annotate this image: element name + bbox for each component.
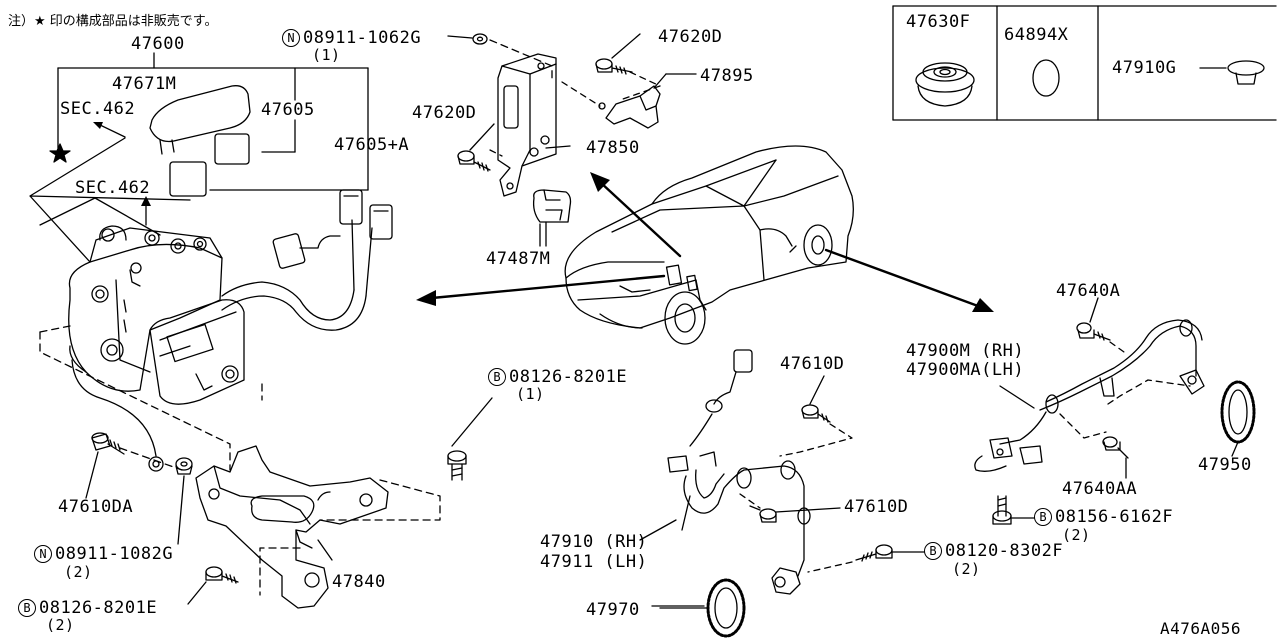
bolt-47610da-icon	[91, 432, 125, 455]
label-47610d-b: 47610D	[844, 497, 909, 517]
diagram-code: A476A056	[1160, 619, 1242, 638]
label-47850: 47850	[586, 138, 640, 158]
bolt-47610d-b-icon	[749, 505, 841, 523]
label-47487m: 47487M	[486, 249, 551, 269]
plug-64894x-icon	[1032, 59, 1060, 97]
qty-08156-6162f: (2)	[1062, 526, 1091, 544]
relay-bracket-lines	[57, 52, 369, 191]
relay-47605-icon	[214, 133, 250, 165]
bolt-47620d-top-icon	[595, 33, 641, 75]
label-47610d-a: 47610D	[780, 354, 845, 374]
nut-08911-1082g-icon	[175, 457, 193, 475]
qty-08911-1062g: (1)	[312, 46, 341, 64]
leader-lines	[85, 223, 705, 607]
bolt-08120-8302f-icon	[855, 544, 925, 562]
bolt-08156-6162f-icon	[992, 495, 1035, 525]
grommet-47630f-icon	[915, 62, 975, 107]
label-47895: 47895	[700, 66, 754, 86]
guide-lines-dashed	[39, 325, 441, 596]
nut-08911-1062g-icon	[447, 33, 488, 45]
label-47640aa: 47640AA	[1062, 479, 1138, 499]
bracket-47895-icon	[598, 73, 697, 129]
label-47671m: 47671M	[112, 74, 177, 94]
label-47911: 47911 (LH)	[540, 552, 648, 572]
bolt-47620d-left-icon	[457, 123, 495, 172]
star-marker-icon	[49, 143, 71, 163]
clip-47910g-icon	[1199, 60, 1265, 85]
label-47640a: 47640A	[1056, 281, 1121, 301]
label-47600: 47600	[131, 34, 185, 54]
arrow-to-bracket-icon	[590, 172, 610, 192]
label-47910: 47910 (RH)	[540, 532, 648, 552]
cover-47671m-icon	[149, 85, 251, 143]
connector-c-icon	[272, 233, 306, 269]
bolt-08126-8201e-b-icon	[205, 566, 239, 584]
terminal-eyelet-icon	[148, 456, 164, 472]
arrow-to-rear-sensor-icon	[972, 298, 994, 312]
qty-08120-8302f: (2)	[952, 560, 981, 578]
tone-ring-47950-icon	[1220, 380, 1256, 457]
bracket-47850-icon	[497, 53, 571, 197]
label-47620d-left: 47620D	[412, 103, 477, 123]
qty-08911-1082g: (2)	[64, 563, 93, 581]
label-47900ma: 47900MA(LH)	[906, 360, 1025, 380]
arrow-sec462-b-icon	[141, 196, 151, 206]
label-64894x: 64894X	[1004, 25, 1069, 45]
abs-actuator-icon	[68, 225, 245, 405]
inset-box	[892, 5, 1277, 121]
bracket-47840-icon	[195, 445, 389, 609]
arrow-sec462-a-icon	[93, 122, 103, 129]
label-47610da: 47610DA	[58, 497, 134, 517]
front-sensor-harness-icon	[667, 349, 811, 595]
qty-08126-8201e-a: (1)	[516, 385, 545, 403]
qty-08126-8201e-b: (2)	[46, 616, 75, 634]
tone-ring-47970-icon	[659, 578, 746, 638]
connector-b-icon	[369, 204, 393, 240]
label-47605a: 47605+A	[334, 135, 410, 155]
pointer-arrows	[430, 180, 980, 308]
bolt-47640aa-icon	[1102, 436, 1129, 479]
vehicle-body-icon	[564, 145, 854, 345]
label-47630f: 47630F	[906, 12, 971, 32]
bolt-47640a-icon	[1076, 297, 1111, 341]
relay-47605a-icon	[169, 161, 207, 197]
label-47840: 47840	[332, 572, 386, 592]
non-sale-note: 注）★ 印の構成部品は非販売です。	[8, 14, 218, 29]
harness-hose-icon	[221, 281, 355, 321]
arrow-to-actuator-icon	[416, 290, 436, 306]
rear-sensor-harness-icon	[974, 319, 1205, 472]
sensor-47487m-icon	[532, 189, 572, 247]
label-47620d-top: 47620D	[658, 27, 723, 47]
label-47950: 47950	[1198, 455, 1252, 475]
bolt-08126-8201e-a-icon	[447, 397, 493, 481]
connector-a-icon	[339, 189, 363, 225]
label-47970: 47970	[586, 600, 640, 620]
label-47910g: 47910G	[1112, 58, 1177, 78]
bolt-47610d-a-icon	[801, 375, 831, 423]
label-sec462-b: SEC.462	[75, 178, 151, 198]
label-sec462-a: SEC.462	[60, 99, 136, 119]
label-47900m: 47900M (RH)	[906, 341, 1025, 361]
label-47605: 47605	[261, 100, 315, 120]
